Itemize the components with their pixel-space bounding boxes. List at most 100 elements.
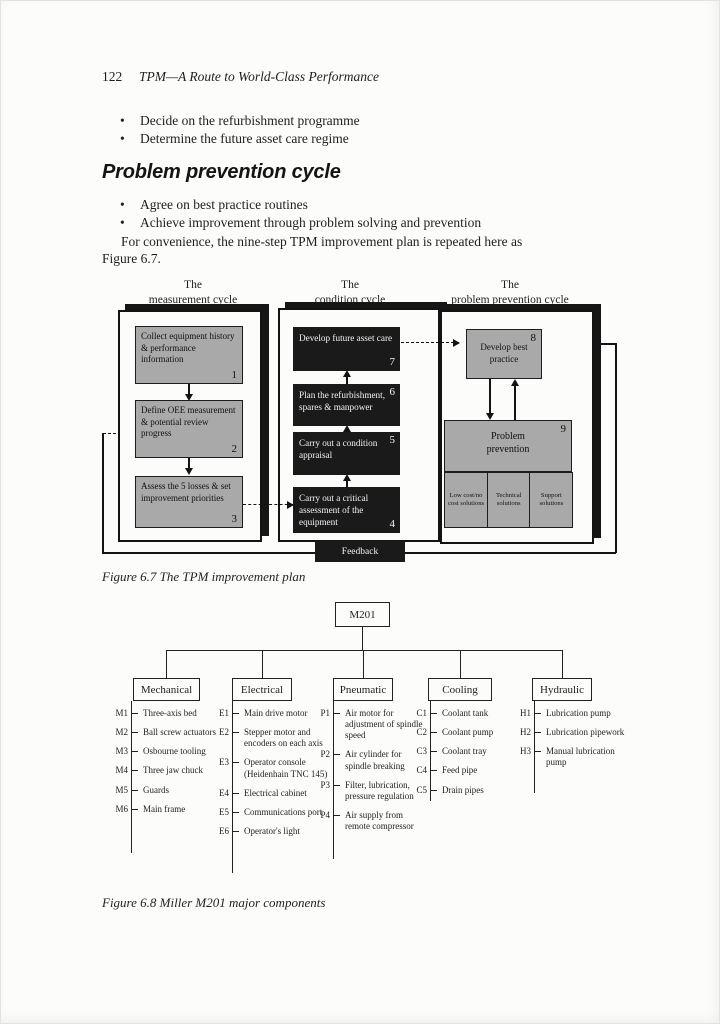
step-box-2: Define OEE measurement & potential revie… <box>135 400 243 458</box>
tick-line <box>333 815 340 832</box>
component-item: C4 Feed pipe <box>406 765 526 776</box>
bullet-icon: • <box>120 113 125 128</box>
branch-spine-line <box>130 701 132 853</box>
component-text: Main drive motor <box>244 708 308 718</box>
step-box-6-text: Plan the refurbishment, spares & manpowe… <box>299 390 385 413</box>
feedback-line-left <box>102 433 104 553</box>
component-code: P2 <box>320 749 330 760</box>
tick-line <box>131 770 138 776</box>
step-box-9-text: Problem prevention <box>486 431 530 455</box>
connector-line <box>346 477 348 487</box>
component-item: M6 Main frame <box>107 804 227 815</box>
step-box-1-number: 1 <box>231 368 238 381</box>
component-text: Main frame <box>143 803 186 814</box>
figure-67-tpm-improvement-plan: The measurement cycle The condition cycl… <box>100 278 622 572</box>
component-item: M4 Three jaw chuck <box>107 765 227 776</box>
component-text: Air motor for adjustment of spindle spee… <box>345 708 423 741</box>
branch-box-cooling: Cooling <box>428 678 492 701</box>
component-item: M3 Osbourne tooling <box>107 746 227 757</box>
component-text: Coolant tray <box>442 746 487 757</box>
cycle-title-measurement: The measurement cycle <box>113 278 273 308</box>
component-item: P4 Air supply from remote compressor <box>309 810 429 832</box>
cycle-title-line: The <box>341 279 359 291</box>
branch-box-hydraulic: Hydraulic <box>532 678 592 701</box>
tick-line <box>131 732 138 738</box>
bullet-item: • Determine the future asset care regime <box>120 131 349 147</box>
step-box-4-number: 4 <box>389 518 396 531</box>
component-text: Coolant tank <box>442 708 489 718</box>
component-text: Lubrication pump <box>546 708 611 718</box>
bullet-icon: • <box>120 215 125 230</box>
arrowhead-right-icon <box>287 501 294 509</box>
component-code: E5 <box>219 806 229 817</box>
step-box-1-text: Collect equipment history & performance … <box>141 331 235 365</box>
component-code: P4 <box>320 810 330 821</box>
arrowhead-up-icon <box>343 474 351 481</box>
component-item: E3 Operator console (Heidenhain TNC 145) <box>208 757 328 779</box>
tick-line <box>232 811 239 818</box>
component-text: Three-axis bed <box>143 708 197 718</box>
component-item: E4 Electrical cabinet <box>208 788 328 799</box>
component-text: Osbourne tooling <box>143 746 206 757</box>
bullet-item: • Decide on the refurbishment programme <box>120 113 360 129</box>
component-item: M1 Three-axis bed <box>107 708 227 719</box>
branch-spine-line <box>332 701 334 859</box>
tree-line <box>363 650 365 678</box>
step-box-2-text: Define OEE measurement & potential revie… <box>141 405 236 439</box>
component-text: Drain pipes <box>442 784 484 795</box>
paragraph-line: Figure 6.7. <box>102 251 161 266</box>
cycle-title-line: problem prevention cycle <box>451 293 569 306</box>
tree-line <box>460 650 462 678</box>
step-box-3-text: Assess the 5 losses & set improvement pr… <box>141 481 231 503</box>
running-title: TPM—A Route to World-Class Performance <box>139 69 379 84</box>
component-item: P1 Air motor for adjustment of spindle s… <box>309 708 429 741</box>
feedback-box: Feedback <box>315 541 405 562</box>
step-box-8-text: Develop best practice <box>480 342 528 364</box>
component-item: H3 Manual lubrication pump <box>510 746 630 768</box>
solution-box-technical: Technical solutions <box>486 472 531 528</box>
tick-line <box>430 751 437 757</box>
tick-line <box>333 784 340 802</box>
component-code: E3 <box>219 757 229 768</box>
tick-line <box>333 754 340 771</box>
dashed-connector-7-8 <box>401 342 459 343</box>
step-box-5-text: Carry out a condition appraisal <box>299 438 378 461</box>
step-box-9: Problem prevention 9 <box>444 420 572 472</box>
component-item: E1 Main drive motor <box>208 708 328 719</box>
arrowhead-up-icon <box>343 425 351 432</box>
component-code: C2 <box>416 727 427 738</box>
component-code: C3 <box>416 746 427 757</box>
cycle-title-line: measurement cycle <box>148 293 238 306</box>
bullet-text: Agree on best practice routines <box>140 197 308 212</box>
component-item: P2 Air cylinder for spindle breaking <box>309 749 429 771</box>
component-text: Electrical cabinet <box>244 787 307 798</box>
tick-line <box>430 732 437 738</box>
solution-box-low-cost: Low cost/no cost solutions <box>444 472 489 528</box>
step-box-3-number: 3 <box>231 512 238 525</box>
section-heading: Problem prevention cycle <box>102 161 341 183</box>
tree-line <box>362 627 364 650</box>
component-text: Operator's light <box>244 826 300 837</box>
component-code: P1 <box>320 708 330 718</box>
component-text: Feed pipe <box>442 765 478 776</box>
component-code: C4 <box>416 765 427 776</box>
component-code: E2 <box>219 727 229 738</box>
connector-line <box>188 458 190 469</box>
arrowhead-up-icon <box>343 370 351 377</box>
step-box-3: Assess the 5 losses & set improvement pr… <box>135 476 243 528</box>
branch-spine-line <box>231 701 233 873</box>
step-box-4: Carry out a critical assessment of the e… <box>293 487 400 533</box>
component-code: E6 <box>219 826 229 837</box>
bullet-icon: • <box>120 197 125 212</box>
step-box-9-number: 9 <box>560 423 567 435</box>
component-item: P3 Filter, lubrication, pressure regulat… <box>309 780 429 802</box>
component-item: M5 Guards <box>107 785 227 796</box>
component-item: M2 Ball screw actuators <box>107 727 227 738</box>
bullet-icon: • <box>120 131 125 146</box>
dashed-connector-3-4 <box>243 504 293 505</box>
component-code: H3 <box>520 746 531 757</box>
tick-line <box>232 792 239 799</box>
branch-spine-line <box>533 701 535 793</box>
tick-line <box>131 751 138 757</box>
component-text: Guards <box>143 784 169 795</box>
